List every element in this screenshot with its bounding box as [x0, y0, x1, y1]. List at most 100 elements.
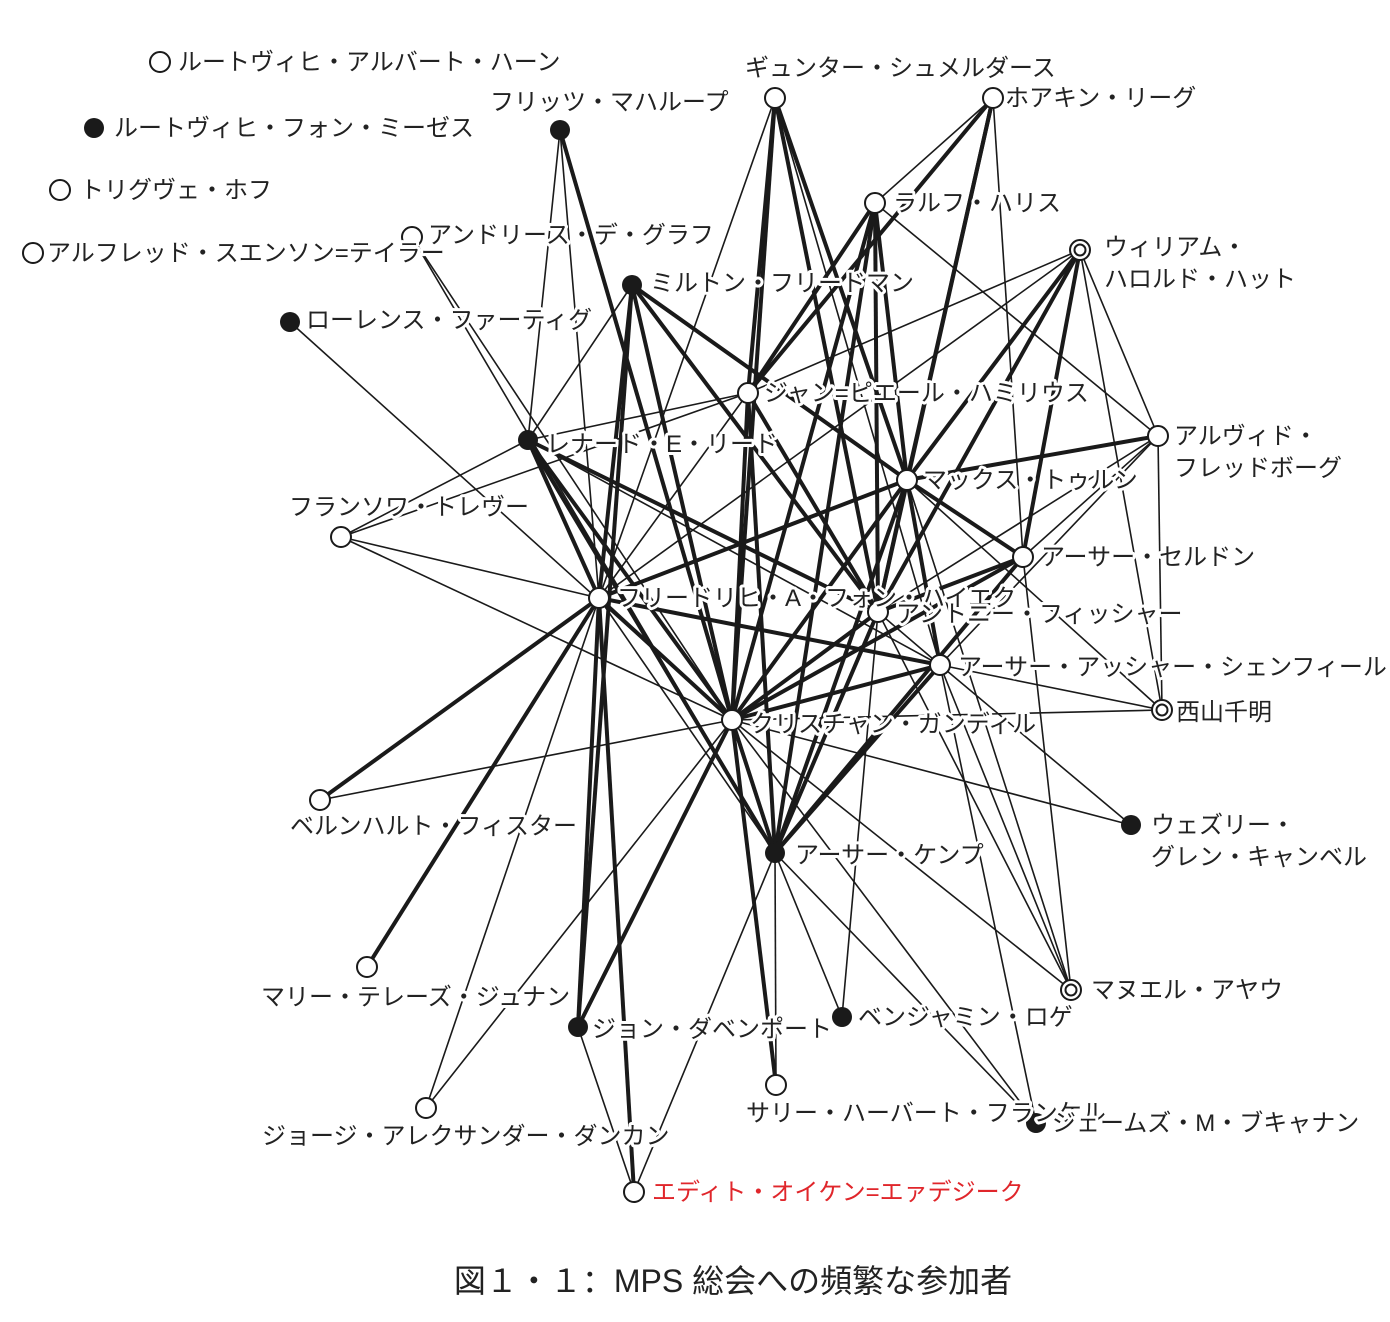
edge-friedman-thurn: [630, 283, 909, 482]
node-mises[interactable]: [84, 118, 104, 138]
node-machlup[interactable]: [550, 120, 570, 140]
open-circle-icon: [1012, 546, 1034, 568]
edge-friedman-fisher: [630, 283, 880, 614]
open-circle-icon: [1147, 425, 1169, 447]
open-circle-icon: [982, 87, 1004, 109]
node-fisher[interactable]: [867, 601, 889, 623]
node-label-pfister: ベルンハルト・フィスター: [290, 813, 577, 840]
node-label-seldon: アーサー・セルドン: [1041, 544, 1255, 571]
edge-gandil-nishiyama: [731, 709, 1163, 721]
node-kemp[interactable]: [765, 843, 785, 863]
edge-machlup-gandil: [558, 129, 734, 721]
node-label-friedman: ミルトン・フリードマン: [650, 270, 914, 297]
node-label-thurn: マックス・トゥルン: [923, 467, 1138, 494]
node-fredborg[interactable]: [1147, 425, 1169, 447]
open-circle-icon: [330, 526, 352, 548]
edge-rieg-seldon: [992, 97, 1024, 558]
node-hamilius[interactable]: [737, 382, 759, 404]
open-circle-icon: [896, 469, 918, 491]
edge-friedman-gandil: [630, 284, 734, 721]
filled-circle-icon: [518, 430, 538, 450]
open-circle-icon: [49, 179, 71, 201]
edge-gandil-kemp: [730, 719, 777, 854]
edge-seldon-ayau: [1022, 556, 1072, 991]
edge-hutt-hamilius: [747, 249, 1081, 394]
node-juhnan[interactable]: [356, 956, 378, 978]
node-davenport[interactable]: [568, 1017, 588, 1037]
edge-thurn-nishiyama: [906, 479, 1163, 711]
node-hutt[interactable]: [1069, 239, 1091, 261]
edge-fisher-gandil: [730, 610, 880, 722]
edge-hamilius-read: [527, 392, 749, 441]
edge-gandil-campbell: [731, 719, 1132, 826]
node-thurn[interactable]: [896, 469, 918, 491]
edge-shenfield-buchanan: [939, 664, 1037, 1124]
node-label-kemp: アーサー・ケンプ: [795, 842, 984, 869]
filled-circle-icon: [765, 843, 785, 863]
node-hayek[interactable]: [588, 587, 610, 609]
node-schmolders[interactable]: [764, 87, 786, 109]
filled-circle-icon: [832, 1007, 852, 1027]
edge-shenfield-ayau: [939, 664, 1072, 991]
open-circle-icon: [765, 1074, 787, 1096]
node-buchanan[interactable]: [1026, 1113, 1046, 1133]
node-pfister[interactable]: [309, 789, 331, 811]
node-seldon[interactable]: [1012, 546, 1034, 568]
node-roger[interactable]: [832, 1007, 852, 1027]
node-label-campbell: ウェズリー・: [1151, 812, 1295, 839]
edge-schmolders-hayek: [598, 97, 776, 599]
node-erdesziek[interactable]: [623, 1181, 645, 1203]
node-rieg[interactable]: [982, 87, 1004, 109]
edge-hayek-juhnan: [365, 596, 601, 969]
edge-hayek-duncan: [425, 597, 600, 1109]
edge-fisher-ayau: [877, 611, 1072, 991]
node-label-rieg: ホアキン・リーグ: [1005, 85, 1196, 112]
edge-harris-thurn: [873, 202, 909, 481]
node-frankel[interactable]: [765, 1074, 787, 1096]
edge-machlup-read: [527, 129, 561, 441]
edge-gandil-davenport: [576, 719, 734, 1028]
open-circle-icon: [588, 587, 610, 609]
edge-kemp-erdesziek: [633, 852, 776, 1193]
edge-harris-hamilius: [746, 201, 877, 395]
edge-rieg-harris: [874, 97, 994, 204]
edge-schmolders-fisher: [773, 97, 880, 613]
node-trevoux[interactable]: [330, 526, 352, 548]
node-hoff[interactable]: [49, 179, 71, 201]
figure-caption: 図１・１：MPS 総会への頻繁な参加者: [454, 1263, 1012, 1299]
edge-fredborg-thurn: [906, 434, 1159, 482]
node-taylor[interactable]: [22, 242, 44, 264]
node-label-shenfield: アーサー・アッシャー・シェンフィールド: [958, 654, 1390, 681]
edge-shenfield-kemp: [773, 663, 942, 855]
filled-circle-icon: [622, 275, 642, 295]
edge-gandil-ayau: [731, 719, 1072, 991]
edge-harris-kemp: [773, 202, 877, 854]
node-label-trevoux: フランソワ・トレヴー: [289, 494, 529, 521]
node-degraaff[interactable]: [401, 226, 423, 248]
node-duncan[interactable]: [415, 1097, 437, 1119]
node-label-taylor: アルフレッド・スエンソン=テイラー: [47, 240, 445, 267]
node-harris[interactable]: [864, 192, 886, 214]
node-nishiyama[interactable]: [1151, 699, 1173, 721]
node-fertig[interactable]: [280, 312, 300, 332]
node-shenfield[interactable]: [929, 654, 951, 676]
edge-read-hayek: [526, 439, 601, 599]
node-hahn[interactable]: [149, 51, 171, 73]
node-label-davenport: ジョン・ダベンポート: [592, 1016, 832, 1043]
inner-circle-icon: [1073, 243, 1087, 257]
open-circle-icon: [764, 87, 786, 109]
node-gandil[interactable]: [721, 709, 743, 731]
node-label-hahn: ルートヴィヒ・アルバート・ハーン: [178, 49, 561, 76]
node-label-duncan: ジョージ・アレクサンダー・ダンカン: [262, 1123, 670, 1150]
open-circle-icon: [721, 709, 743, 731]
node-ayau[interactable]: [1060, 979, 1082, 1001]
edge-schmolders-gandil: [730, 97, 777, 721]
edge-hayek-kemp: [598, 597, 776, 854]
inner-circle-icon: [1155, 703, 1169, 717]
node-read[interactable]: [518, 430, 538, 450]
node-label-machlup: フリッツ・マハループ: [490, 89, 729, 116]
node-label-nishiyama: 西山千明: [1176, 699, 1272, 726]
node-friedman[interactable]: [622, 275, 642, 295]
edge-friedman-davenport: [576, 284, 634, 1028]
node-campbell[interactable]: [1121, 815, 1141, 835]
